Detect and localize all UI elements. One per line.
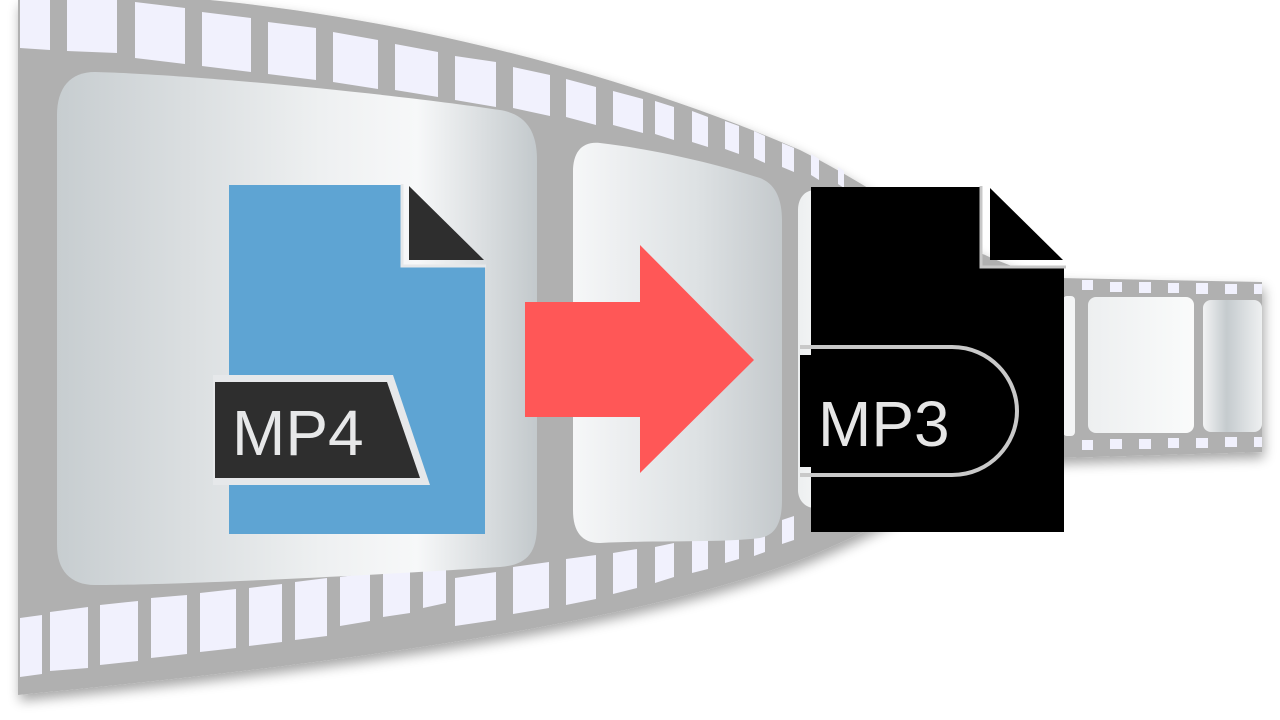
film-frame-4 xyxy=(1088,297,1194,433)
mp4-label: MP4 xyxy=(232,397,364,469)
mp3-label: MP3 xyxy=(818,388,950,460)
top-sprocket-holes xyxy=(20,0,1262,294)
film-frame-edge xyxy=(1063,296,1075,436)
film-frame-5 xyxy=(1203,300,1262,432)
bottom-sprocket-holes xyxy=(20,437,1262,677)
